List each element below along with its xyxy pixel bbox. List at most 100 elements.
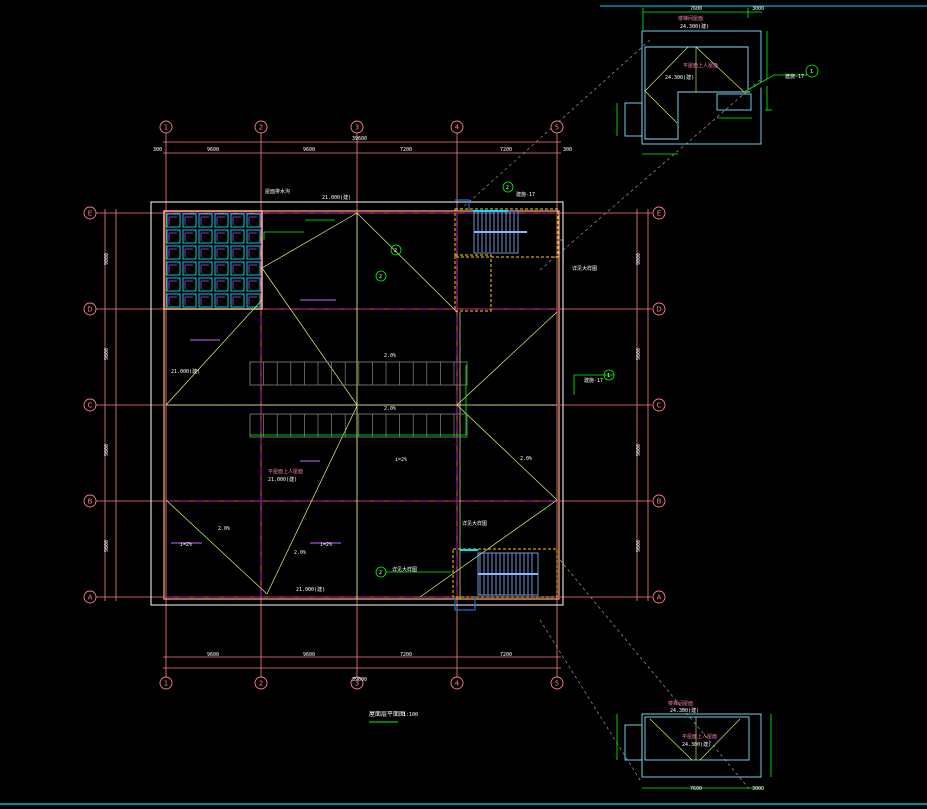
bay-dim-2: 9600 [303, 147, 315, 153]
solar-panel-mark [216, 280, 225, 289]
drawing-title: 屋面层平面图 [369, 711, 405, 718]
slope-label-5: 2.0% [520, 456, 532, 462]
detail-top-title: 楼梯间屋面 [678, 15, 703, 22]
row-dim-right-3: 9000 [636, 444, 642, 456]
detail-sheet-ref-3: 建施-17 [785, 73, 804, 80]
roof-slope-lines [165, 212, 558, 599]
detail-bottom-title: 楼梯间屋面 [668, 700, 693, 707]
solar-panel-mark [184, 296, 193, 305]
solar-panel-mark [232, 280, 241, 289]
grid-bubble-label: 2 [259, 124, 263, 132]
dimension-lines [104, 141, 649, 669]
solar-panel [198, 261, 213, 276]
solar-panel [182, 261, 197, 276]
row-dim-3: 9000 [104, 444, 110, 456]
solar-panel [214, 261, 229, 276]
detail-stair-roof-lower [616, 713, 772, 789]
grid-bubble-label: D [656, 306, 661, 314]
detail-top-dim-2: 3000 [752, 6, 764, 12]
annotation-leaders [250, 64, 819, 578]
solar-panel [230, 229, 245, 244]
solar-panel-mark [248, 216, 257, 225]
solar-panel-mark [184, 232, 193, 241]
note-mid: 详见大样图 [462, 520, 487, 527]
detail-bottom-dim-1: 7600 [690, 786, 702, 792]
solar-panel [198, 213, 213, 228]
slope-label-3: 2.0% [384, 353, 396, 359]
solar-panel [246, 293, 261, 308]
solar-panel [230, 213, 245, 228]
main-roof-elevation: 21.000(建) [268, 476, 297, 483]
solar-panel-mark [216, 248, 225, 257]
solar-panel [182, 213, 197, 228]
skylight-row-lower [249, 413, 468, 438]
drawing-scale: 1:100 [403, 712, 418, 718]
slope-label-1: 2.0% [218, 526, 230, 532]
grid-bubble [652, 398, 666, 412]
main-roof-label: 平屋面上人屋面 [268, 468, 303, 475]
grid-bubble-label: 3 [355, 124, 359, 132]
grid-bubble [83, 590, 97, 604]
solar-panel-mark [248, 232, 257, 241]
grid-bubble [450, 120, 464, 134]
grid-bubble-label: C [657, 402, 662, 410]
slope-label-4: 2.0% [384, 406, 396, 412]
note-right-stair: 详见大样图 [572, 265, 597, 272]
detail-bottom-roof-label: 平屋面上人屋面 [682, 733, 717, 740]
solar-panel-mark [232, 296, 241, 305]
solar-panel-mark [232, 216, 241, 225]
solar-panel-mark [184, 216, 193, 225]
grid-bubble-label: A [88, 594, 93, 602]
solar-panel-mark [216, 296, 225, 305]
detail-bottom-roof-elev: 24.300(建) [682, 741, 711, 748]
slope-arrows [171, 299, 341, 544]
solar-panel [246, 229, 261, 244]
solar-panel [230, 277, 245, 292]
grid-bubble [83, 494, 97, 508]
detail-top-roof-label: 平屋面上人屋面 [683, 62, 718, 69]
grid-bubble [350, 676, 364, 690]
solar-panel-mark [216, 216, 225, 225]
grid-bubble-label: 1 [164, 124, 168, 132]
solar-panel [198, 245, 213, 260]
roof-elevation-bottom: 21.000(建) [296, 586, 325, 593]
solar-panel-mark [248, 264, 257, 273]
stair-upper [454, 199, 564, 312]
solar-panel-array [166, 213, 261, 308]
solar-panel [214, 229, 229, 244]
solar-panel-mark [216, 232, 225, 241]
grid-bubble-label: 4 [455, 680, 460, 688]
grid-bubble [652, 590, 666, 604]
grid-bubble [254, 120, 268, 134]
bay-dim-3: 7200 [400, 147, 412, 153]
grid-bubble-label: E [657, 210, 661, 218]
grid-bubble-label: B [657, 498, 662, 506]
solar-panel-mark [168, 296, 177, 305]
solar-panel [230, 261, 245, 276]
detail-top-dim-1: 7600 [690, 6, 702, 12]
bay-dim-4: 7200 [500, 147, 512, 153]
solar-panel-mark [200, 296, 209, 305]
bottom-total-dimension: 39600 [352, 677, 367, 683]
solar-panel [230, 245, 245, 260]
solar-panel [214, 245, 229, 260]
grid-bubble [652, 206, 666, 220]
grid-bubble [550, 120, 564, 134]
grid-bubble [83, 302, 97, 316]
solar-panel [230, 293, 245, 308]
solar-panel [246, 245, 261, 260]
edge-dim-left: 300 [153, 147, 162, 153]
roof-elevation-top: 21.000(建) [322, 194, 351, 201]
top-total-dimension: 39600 [352, 136, 367, 142]
solar-panel-mark [184, 264, 193, 273]
drain-label-2: i=2% [320, 542, 332, 548]
grid-bubble [652, 302, 666, 316]
grid-bubble-label: E [88, 210, 92, 218]
grid-bubble-label: A [657, 594, 662, 602]
grid-bubble-label: D [87, 306, 92, 314]
solar-panel [166, 261, 181, 276]
solar-panel-mark [200, 264, 209, 273]
